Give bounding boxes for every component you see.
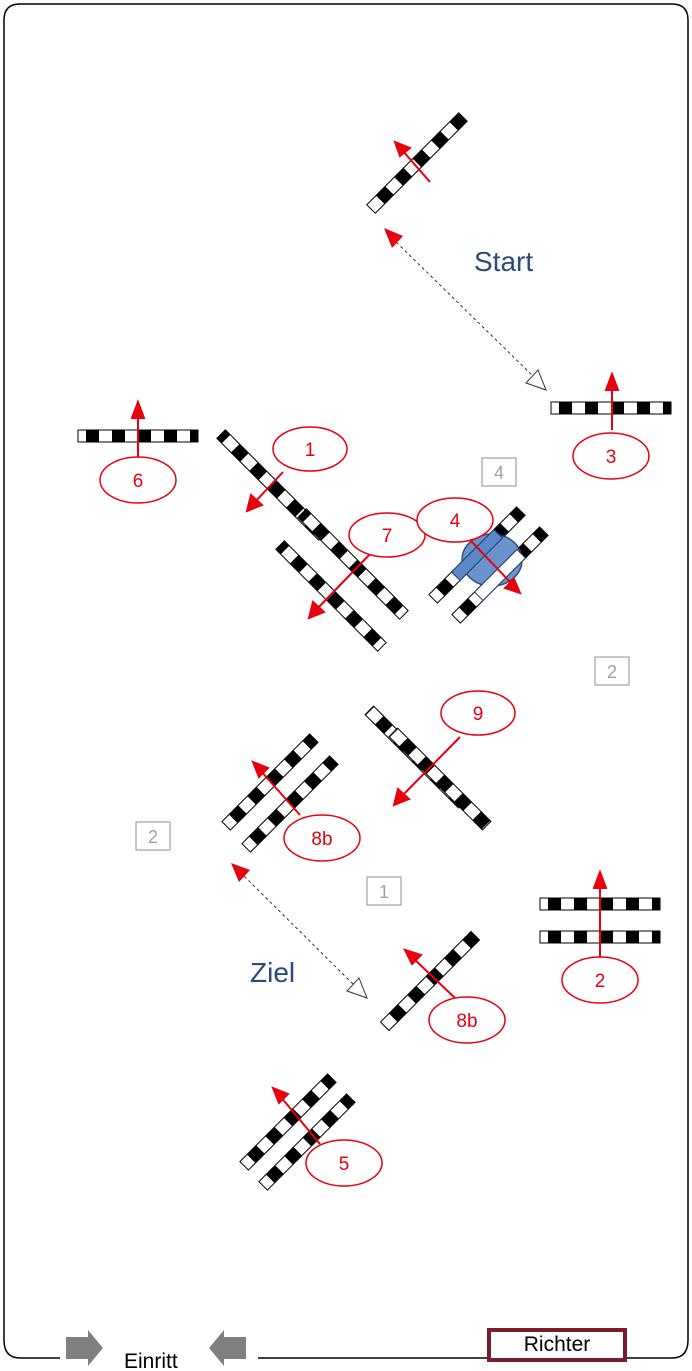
fence-4-a-overlay [450,528,504,582]
fence-5-a [239,1073,337,1171]
stride-count-2-right: 2 [607,662,617,682]
obstacle-3-label: 3 [606,447,617,468]
start-line [384,228,547,391]
start-label: Start [474,246,533,277]
judge-box: Richter [487,1328,627,1362]
stride-boxes [135,457,630,906]
arena-outline [3,3,689,1359]
obstacle-8b-lower-label: 8b [456,1011,477,1032]
fence-7-b [275,540,387,652]
stride-count-4: 4 [494,463,504,483]
obstacle-4-label: 4 [450,511,461,532]
fence-5-b [258,1093,356,1191]
entry-label: Einritt [124,1350,178,1371]
fence-9-b [388,727,492,831]
obstacle-7-label: 7 [382,526,393,547]
stride-count-1: 1 [379,882,389,902]
fence-4-b-overlay [473,548,527,602]
entry-arrow-left-icon [209,1330,246,1366]
finish-line [231,863,368,999]
fence-top-start [366,112,468,214]
fence-7-a [297,508,409,620]
finish-label: Ziel [250,957,295,988]
fence-8b-lower [379,930,481,1032]
obstacle-8b-upper-label: 8b [311,829,332,850]
judge-label: Richter [523,1333,591,1356]
obstacle-9-label: 9 [473,704,484,725]
obstacle-1-label: 1 [305,440,316,461]
obstacle-number-ellipses [99,426,650,1187]
obstacle-2-label: 2 [595,971,606,992]
obstacle-6-label: 6 [133,471,144,492]
direction-arrows [130,140,620,1145]
entry-arrow-right-icon [66,1330,103,1366]
obstacle-5-label: 5 [339,1154,350,1175]
stride-count-2-left: 2 [148,827,158,847]
